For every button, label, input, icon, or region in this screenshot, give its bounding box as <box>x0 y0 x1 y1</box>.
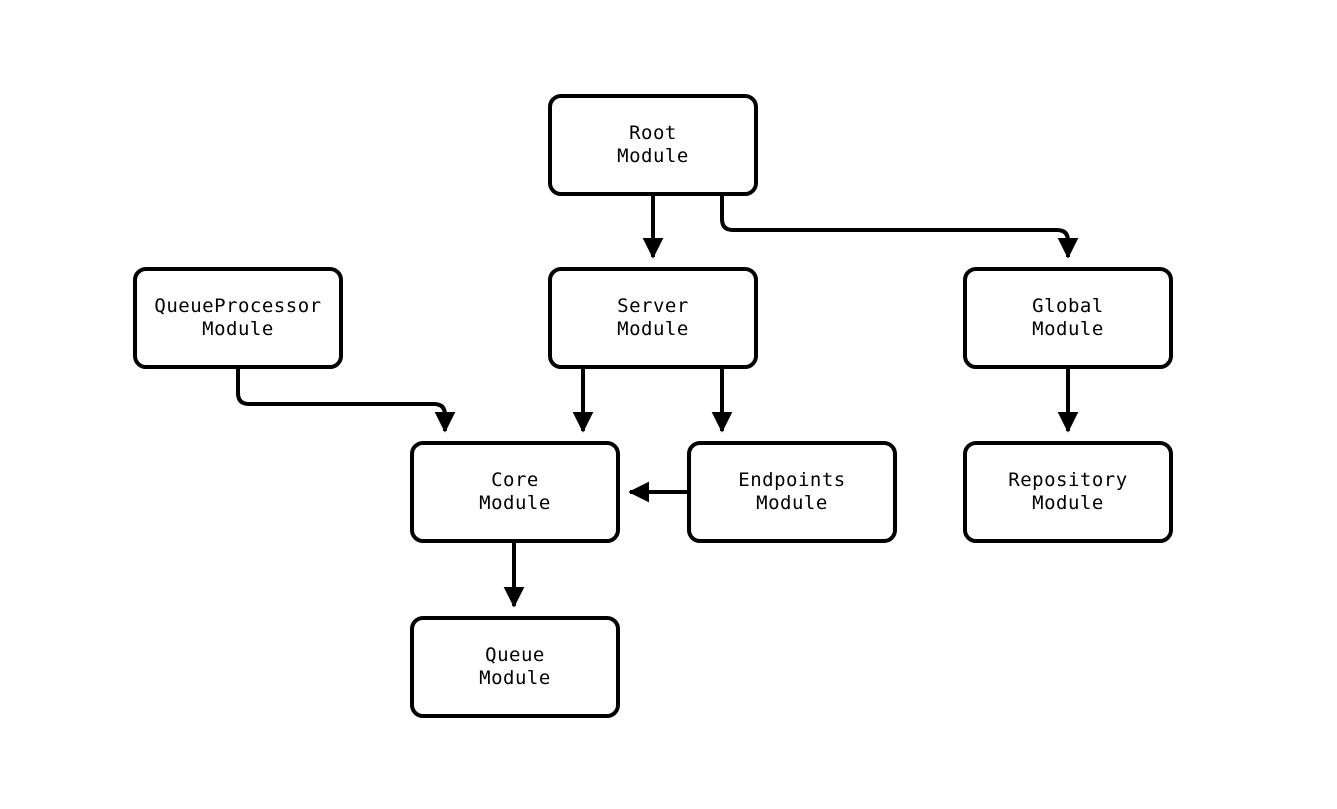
node-queueprocessor-module-line2: Module <box>202 318 274 340</box>
edge-root-global <box>720 196 1079 259</box>
node-core-module[interactable]: Core Module <box>410 441 620 543</box>
node-core-module-line2: Module <box>479 492 551 514</box>
node-server-module-line2: Module <box>617 318 689 340</box>
node-root-module-line1: Root <box>629 122 677 144</box>
edge-queueprocessor-core <box>236 369 456 433</box>
node-queueprocessor-module-line1: QueueProcessor <box>154 295 322 317</box>
node-server-module-line1: Server <box>617 295 689 317</box>
node-queue-module-line2: Module <box>479 667 551 689</box>
node-root-module[interactable]: Root Module <box>548 94 758 196</box>
node-queueprocessor-module[interactable]: QueueProcessor Module <box>133 267 343 369</box>
node-global-module[interactable]: Global Module <box>963 267 1173 369</box>
node-repository-module-line1: Repository <box>1008 469 1128 491</box>
node-server-module[interactable]: Server Module <box>548 267 758 369</box>
node-queue-module-line1: Queue <box>485 644 545 666</box>
node-repository-module[interactable]: Repository Module <box>963 441 1173 543</box>
node-global-module-line1: Global <box>1032 295 1104 317</box>
node-core-module-line1: Core <box>491 469 539 491</box>
node-endpoints-module[interactable]: Endpoints Module <box>687 441 897 543</box>
node-global-module-line2: Module <box>1032 318 1104 340</box>
node-endpoints-module-line1: Endpoints <box>738 469 846 491</box>
node-root-module-line2: Module <box>617 145 689 167</box>
node-repository-module-line2: Module <box>1032 492 1104 514</box>
node-endpoints-module-line2: Module <box>756 492 828 514</box>
node-queue-module[interactable]: Queue Module <box>410 616 620 718</box>
